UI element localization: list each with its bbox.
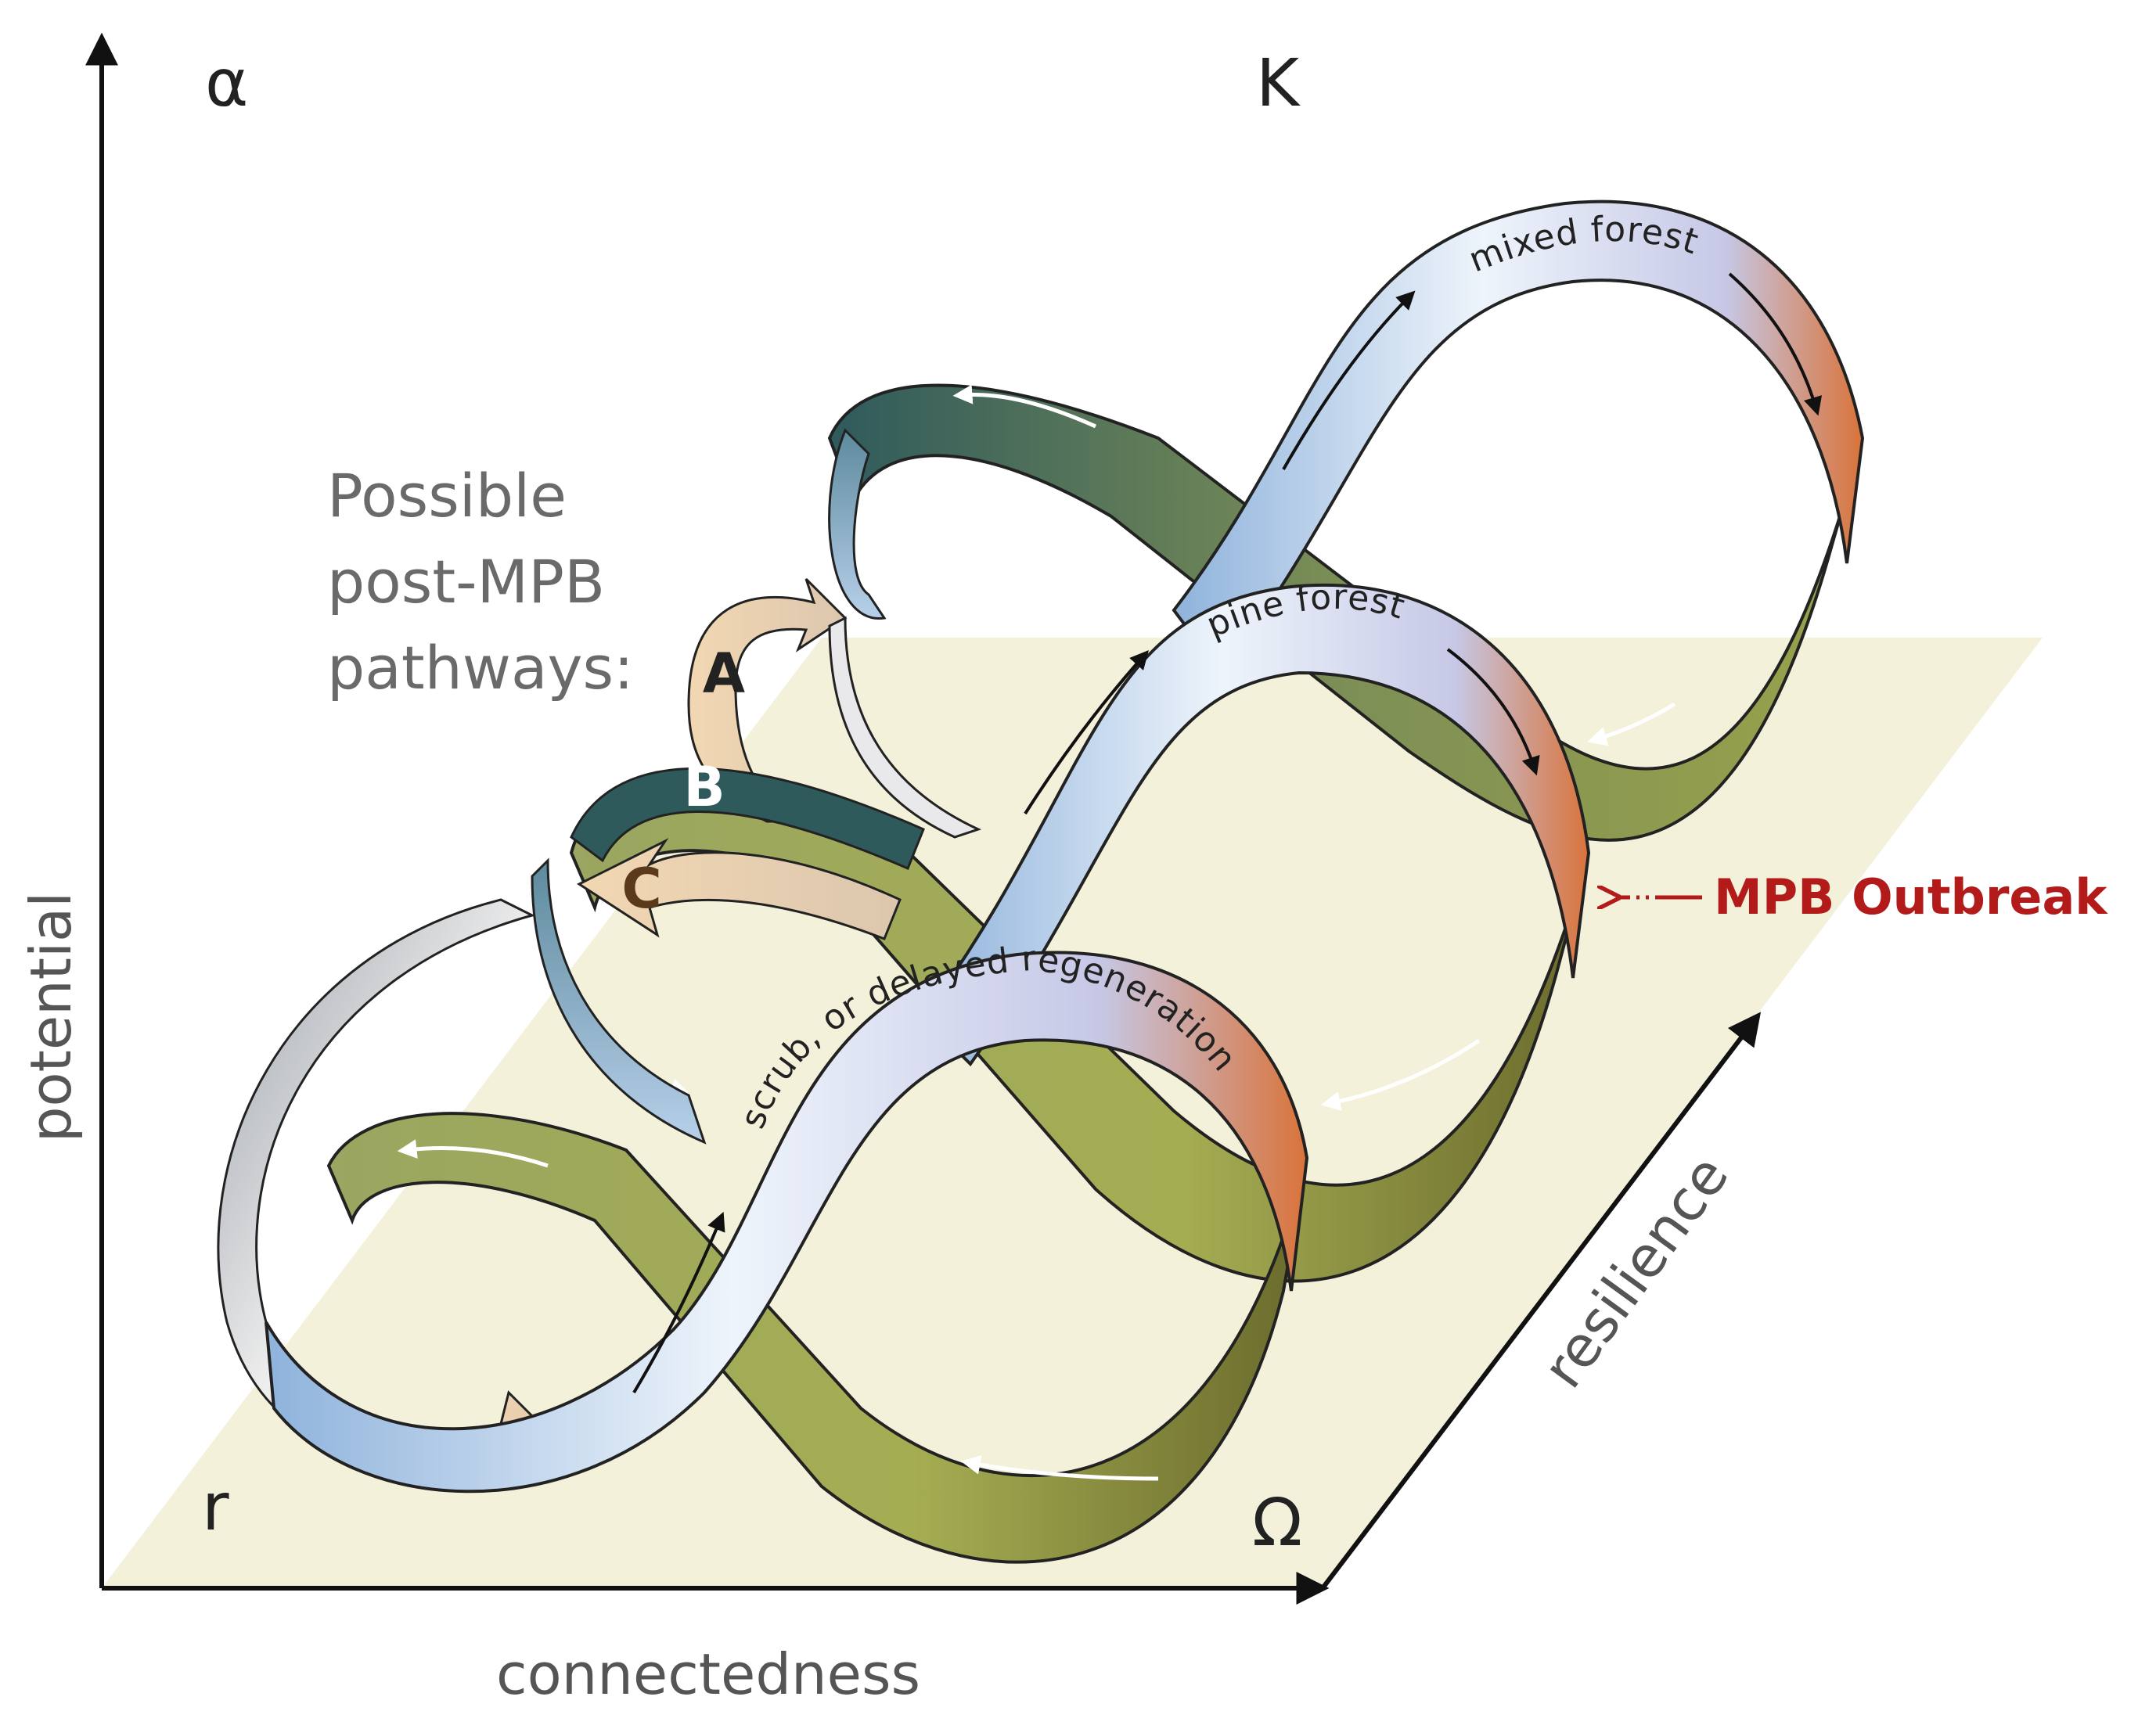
pathway-b-label: B	[683, 755, 725, 819]
front-ribbons	[265, 200, 1865, 1494]
front-flow-arrows	[632, 272, 1823, 1394]
pathway-arrows	[217, 577, 982, 1474]
omega-label: Ω	[1252, 1484, 1302, 1561]
outbreak-label: MPB Outbreak	[1714, 868, 2108, 926]
resilience-axis	[1320, 1012, 1762, 1590]
scrub-ribbon	[265, 951, 1309, 1494]
pathway-c-arrow	[576, 838, 902, 940]
r-label: r	[202, 1468, 229, 1545]
pathway-a-label: A	[703, 642, 745, 706]
pathway-c-label: C	[621, 857, 661, 921]
pathway-b-arrow	[570, 767, 925, 870]
connectedness-axis-label: connectedness	[496, 1641, 920, 1707]
potential-axis-label: potential	[18, 892, 84, 1142]
k-label: K	[1256, 45, 1301, 121]
pathways-title: Possible post-MPB pathways:	[327, 461, 634, 703]
alpha-label: α	[205, 45, 248, 121]
